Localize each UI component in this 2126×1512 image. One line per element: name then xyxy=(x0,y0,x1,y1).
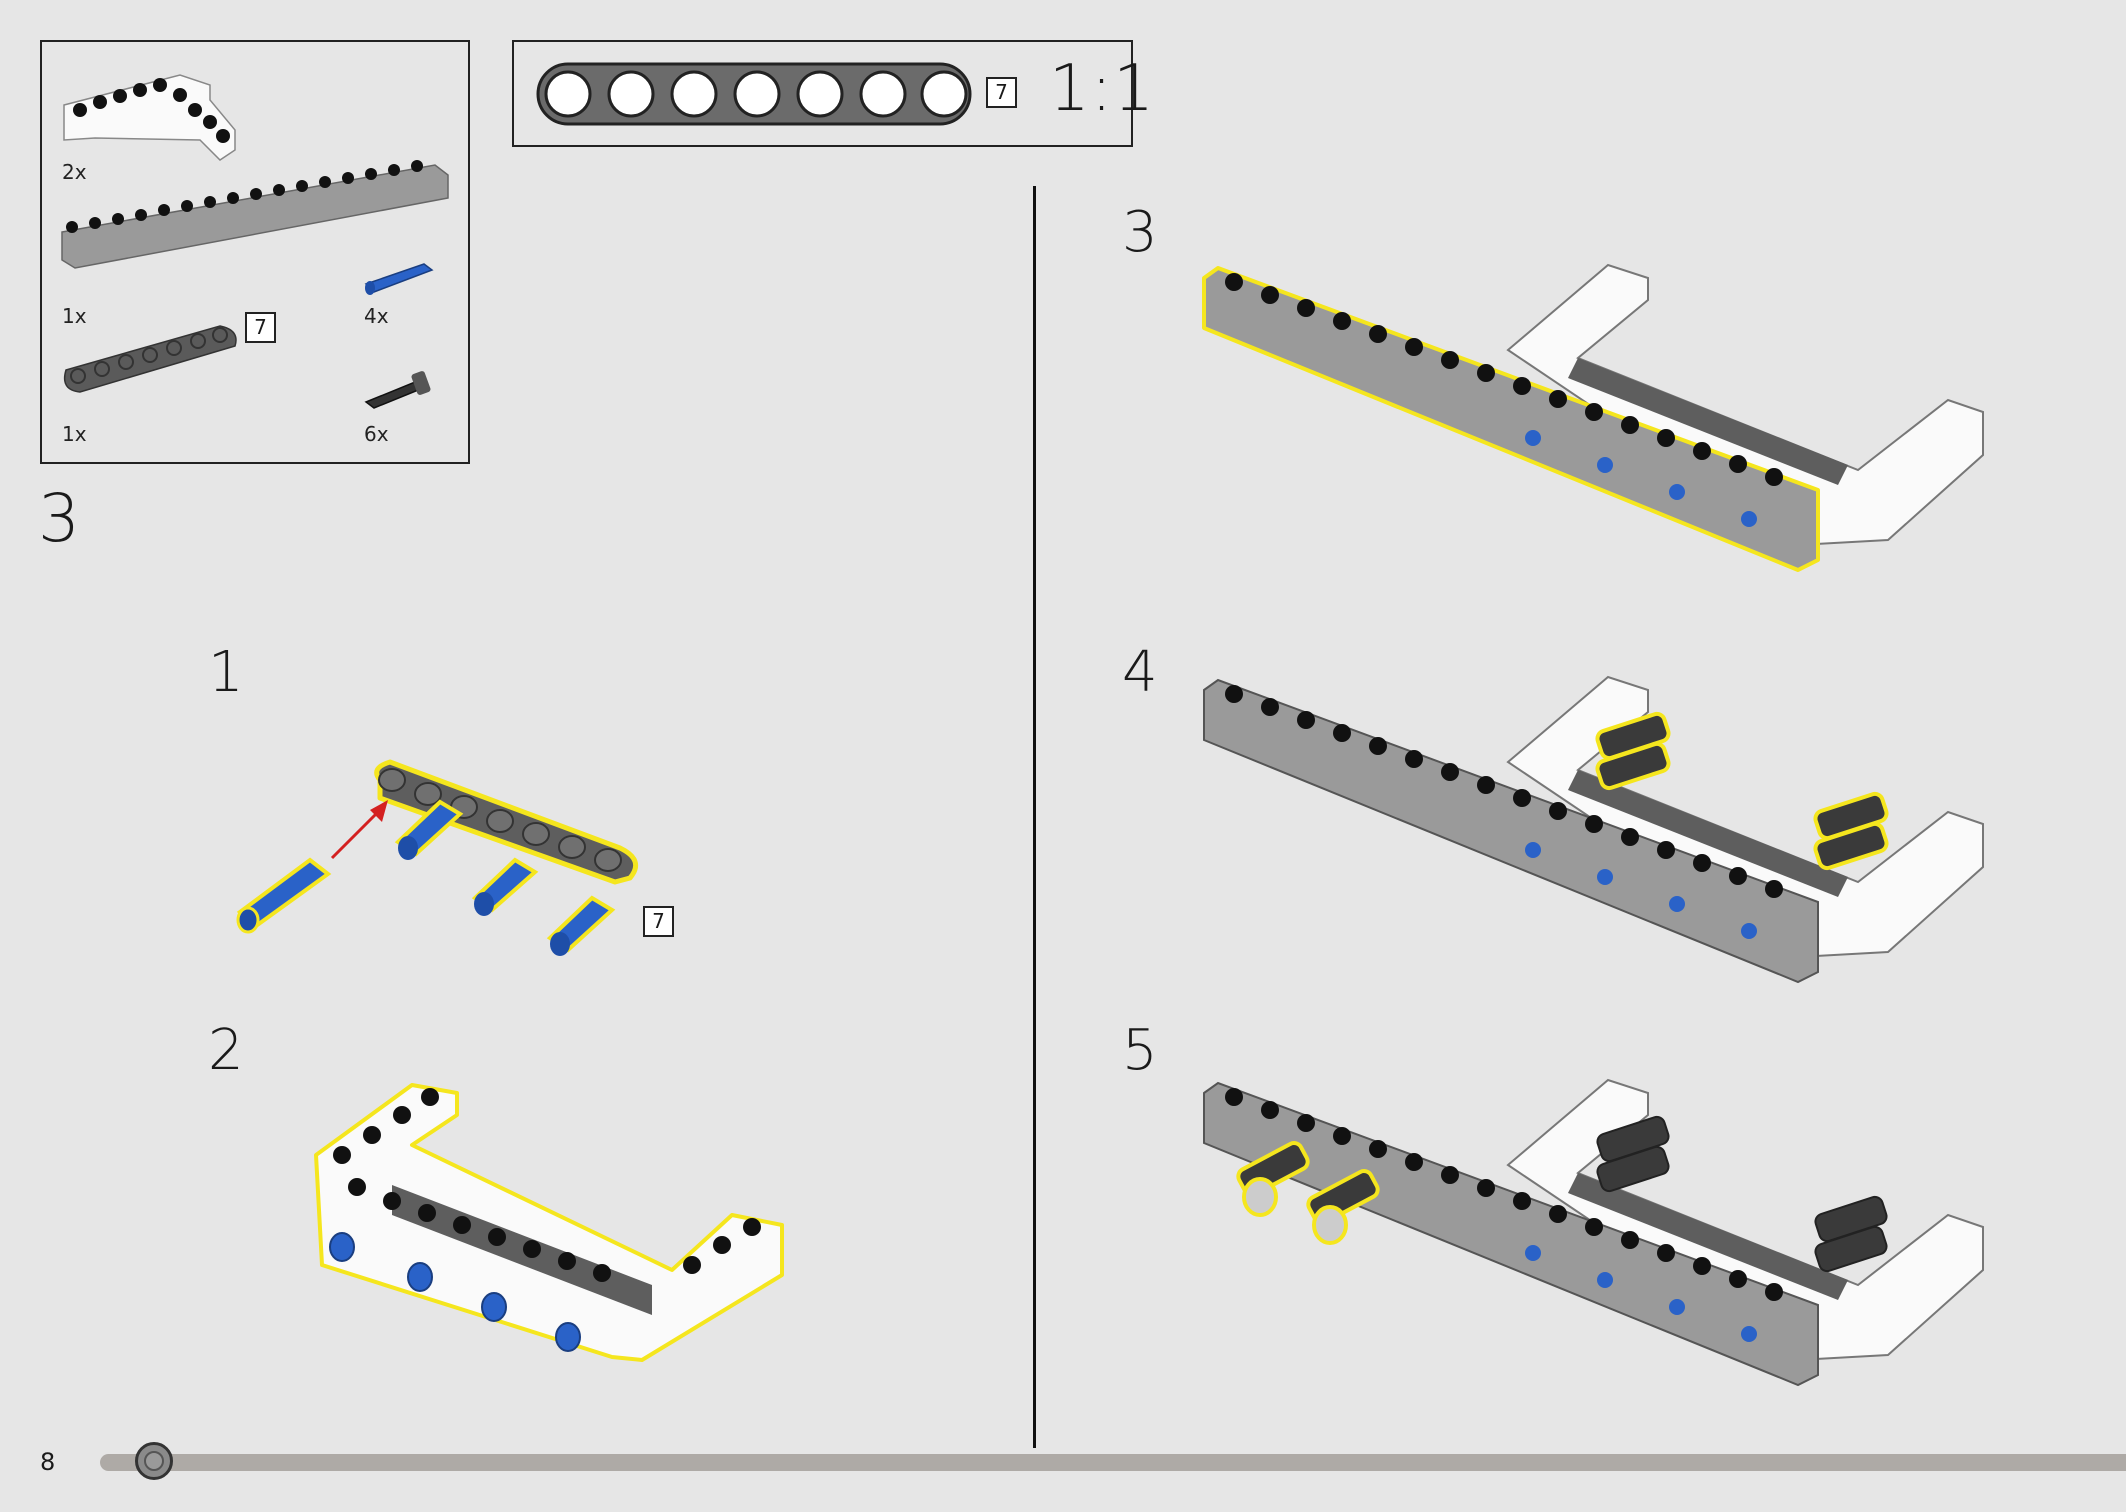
sub-step-5-illustration xyxy=(1203,1078,1984,1387)
qty-grey-technic-brick: 1x xyxy=(62,304,87,328)
grey-technic-brick-icon xyxy=(61,160,449,269)
sub-step-1-length-badge: 7 xyxy=(643,906,674,937)
sub-step-4-illustration xyxy=(1203,675,1984,984)
sub-step-2-illustration xyxy=(314,1083,784,1362)
scale-ruler-box: 7 1:1 xyxy=(512,40,1154,147)
qty-white-angled-beam: 2x xyxy=(62,160,87,184)
ruler-length-badge: 7 xyxy=(986,77,1017,108)
progress-knob[interactable] xyxy=(135,1442,173,1480)
qty-dark-grey-beam: 1x xyxy=(62,422,87,446)
blue-axle-pin-icon xyxy=(364,263,434,295)
page-step-number: 3 xyxy=(38,480,80,557)
black-bush-pin-icon xyxy=(364,371,431,409)
beam-ruler-icon xyxy=(536,62,972,126)
sub-step-2-number: 2 xyxy=(208,1018,244,1083)
sub-step-1-illustration xyxy=(236,759,639,956)
qty-black-bush-pin: 6x xyxy=(364,422,389,446)
white-angled-beam-icon xyxy=(63,74,236,161)
sub-step-3-number: 3 xyxy=(1122,200,1158,265)
column-divider xyxy=(1033,186,1036,1448)
sub-step-5-number: 5 xyxy=(1122,1018,1158,1083)
parts-list-box: 2x 1x 4x 7 1x 6x xyxy=(40,40,470,464)
page-number: 8 xyxy=(40,1448,56,1476)
sub-step-4-number: 4 xyxy=(1122,640,1158,705)
scale-label: 1:1 xyxy=(1049,52,1155,126)
beam-length-badge: 7 xyxy=(245,312,276,343)
qty-blue-axle-pin: 4x xyxy=(364,304,389,328)
sub-step-3-illustration xyxy=(1202,263,1984,572)
progress-track xyxy=(100,1454,2126,1471)
sub-step-1-number: 1 xyxy=(208,640,244,705)
dark-grey-beam-icon xyxy=(63,325,237,393)
